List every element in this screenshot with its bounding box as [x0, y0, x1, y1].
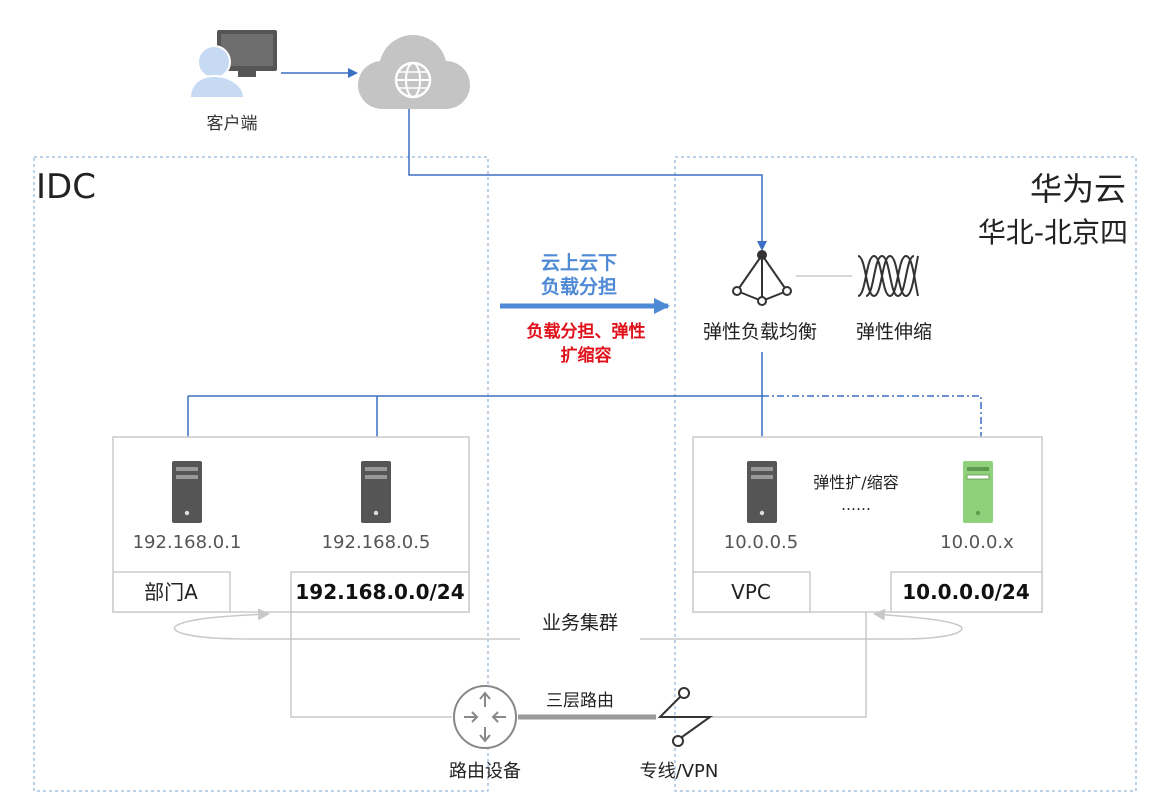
dedicated-line-vpn-label: 专线/VPN [640, 761, 719, 782]
idc-title: IDC [36, 167, 96, 207]
idc-server-1-ip: 192.168.0.1 [133, 532, 242, 553]
transfer-label-1: 云上云下 [541, 252, 617, 274]
cloud-server-1-icon [747, 461, 777, 523]
client-label: 客户端 [207, 114, 258, 134]
router-icon [453, 685, 517, 749]
dept-label-box [112, 571, 231, 613]
huawei-cloud-region-box [674, 156, 1137, 792]
router-label: 路由设备 [449, 761, 521, 782]
transfer-label-2: 负载分担 [541, 275, 617, 298]
benefit-label-1: 负载分担、弹性 [527, 321, 646, 342]
cloud-subnet: 10.0.0.0/24 [902, 580, 1030, 604]
auto-scaling-icon [857, 254, 919, 298]
cloud-server-new-icon [963, 461, 993, 523]
vpc-label-box [692, 571, 811, 613]
idc-server-2-icon [361, 461, 391, 523]
internet-to-elb-arrow [408, 109, 767, 251]
idc-server-1-icon [172, 461, 202, 523]
business-cluster-label: 业务集群 [542, 612, 618, 634]
vpc-label: VPC [731, 580, 771, 604]
dedicated-line-vpn-icon [657, 687, 714, 747]
l3-routing-label: 三层路由 [546, 691, 614, 711]
dept-label: 部门A [144, 580, 198, 604]
idc-region-box [33, 156, 489, 792]
ellipsis: …… [841, 496, 871, 514]
auto-scaling-label: 弹性伸缩 [856, 321, 932, 343]
cluster-loop-right [640, 608, 963, 640]
internet-cloud-icon [358, 35, 470, 109]
elb-icon [732, 250, 792, 306]
region-name: 华北-北京四 [978, 216, 1128, 249]
elastic-scale-label: 弹性扩/缩容 [813, 473, 898, 492]
idc-subnet: 192.168.0.0/24 [295, 580, 464, 604]
cloud-to-line-link [712, 612, 867, 718]
idc-subnet-box [290, 571, 470, 613]
cloud-server-1-ip: 10.0.0.5 [724, 532, 798, 553]
client-computer-icon [188, 30, 277, 99]
huawei-cloud-title: 华为云 [1030, 170, 1126, 208]
cluster-loop-left [173, 608, 520, 640]
cloud-subnet-box [890, 571, 1043, 613]
elb-label: 弹性负载均衡 [703, 321, 817, 343]
benefit-label-2: 扩缩容 [561, 345, 612, 366]
cloud-server-new-ip: 10.0.0.x [940, 532, 1014, 553]
idc-server-2-ip: 192.168.0.5 [322, 532, 431, 553]
idc-to-router-line [290, 612, 452, 718]
